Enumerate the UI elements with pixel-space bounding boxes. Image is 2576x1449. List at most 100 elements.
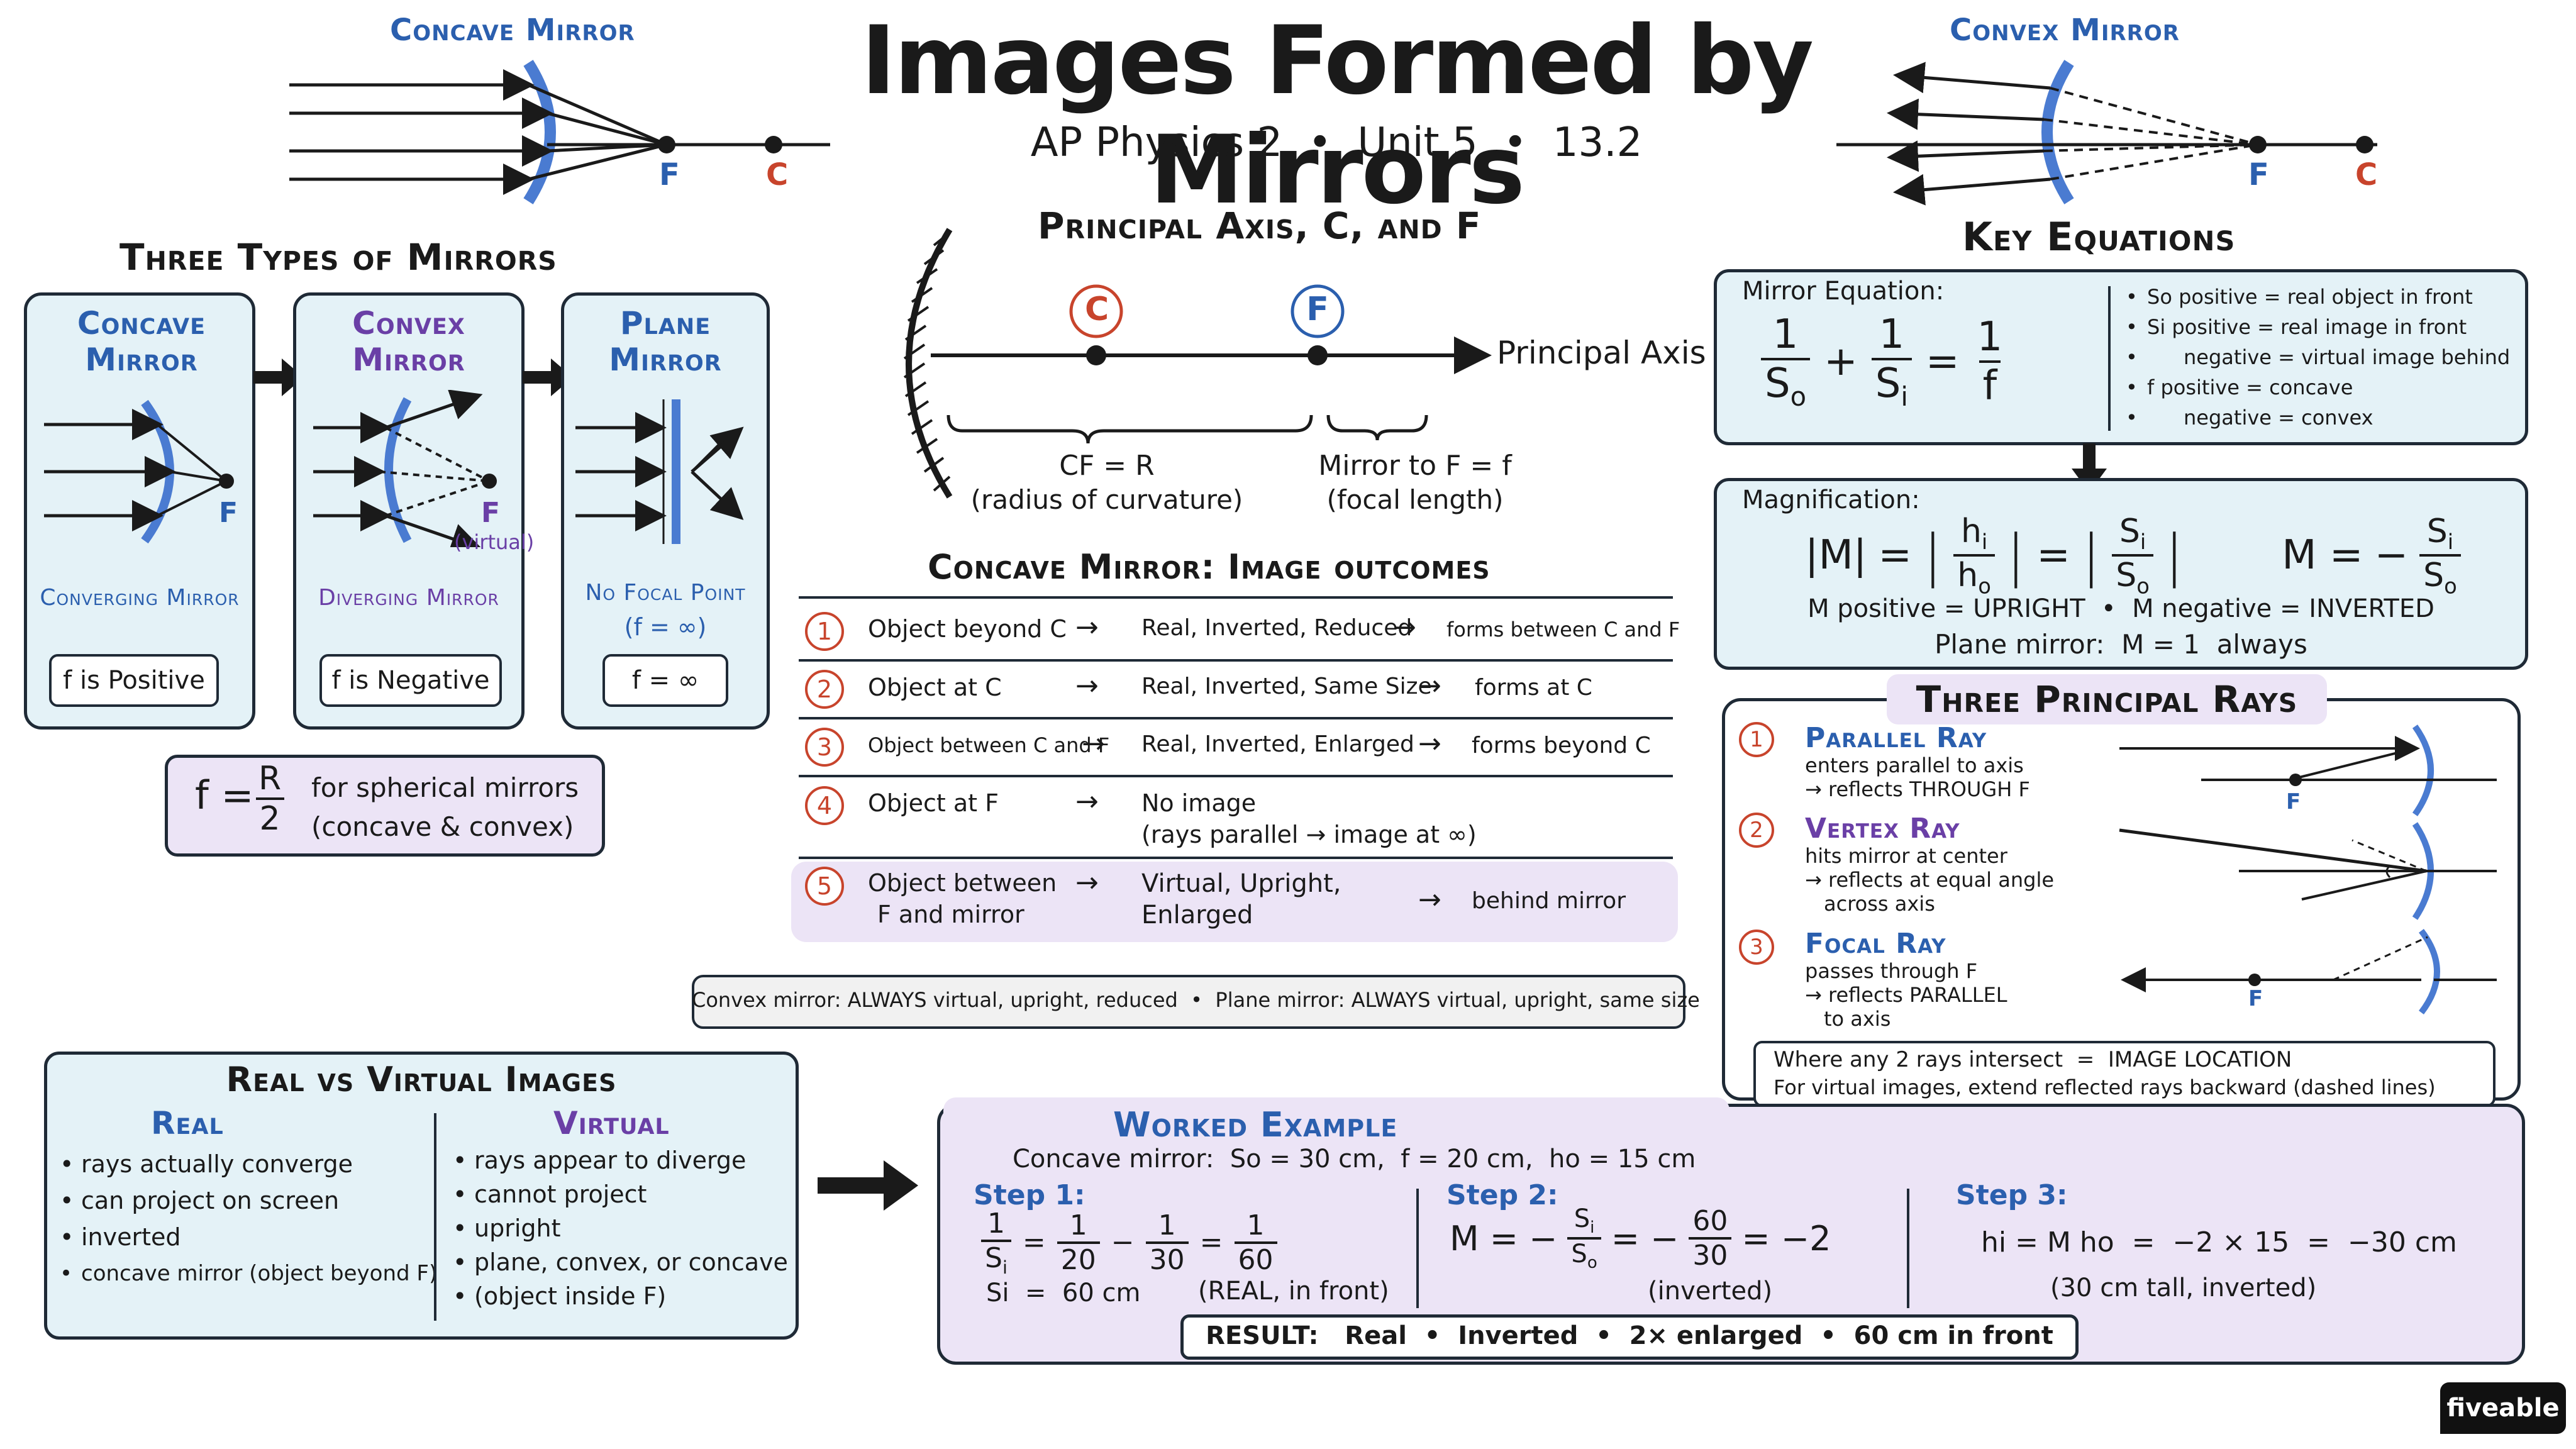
top-convex-c: C <box>2355 157 2378 192</box>
ray-diagram-2 <box>2119 822 2497 920</box>
rays-heading: Three Principal Rays <box>1916 678 2298 721</box>
brand-logo-text: fiveable <box>2446 1394 2560 1423</box>
top-concave-label: Concave Mirror <box>390 13 635 48</box>
three-types-heading: Three Types of Mirrors <box>119 236 557 279</box>
outcome-img-1: Real, Inverted, Reduced <box>1141 615 1413 641</box>
outcome-arrow-5: → <box>1075 867 1099 899</box>
ray-l1-1: enters parallel to axis <box>1805 753 2024 777</box>
worked-result-box <box>1180 1314 2079 1360</box>
real-item-3: inverted <box>60 1219 437 1255</box>
principal-axis-label: Principal Axis <box>1497 335 1706 371</box>
page-subtitle: AP Physics 2 • Unit 5 • 13.2 <box>1030 119 1643 166</box>
convex-card-title: Convex Mirror <box>352 305 465 378</box>
outcome-arrow-4: → <box>1075 786 1099 818</box>
outcome-arrow-2: → <box>1075 670 1099 702</box>
to-worked-arrow <box>818 1160 918 1211</box>
ray-num-1: 1 <box>1739 722 1774 757</box>
mirror-eq-label: Mirror Equation: <box>1742 277 1945 306</box>
spherical-line2: (concave & convex) <box>311 811 574 842</box>
plane-card-caption2: (f = ∞) <box>624 613 707 641</box>
outcomes-heading: Concave Mirror: Image outcomes <box>928 547 1491 587</box>
outcome-num-2: 2 <box>805 670 844 709</box>
ray-l3-3: to axis <box>1824 1007 1891 1031</box>
mirror-eq-bullet-5: negative = convex <box>2126 402 2510 433</box>
concave-card-caption: Converging Mirror <box>40 585 240 611</box>
worked-result: RESULT: Real • Inverted • 2× enlarged • … <box>1206 1321 2053 1350</box>
worked-step3-eq: hi = M ho = −2 × 15 = −30 cm <box>1981 1226 2457 1258</box>
outcome-img-4: No image <box>1141 789 1257 817</box>
concave-card-pill: f is Positive <box>49 654 219 707</box>
ray-title-2: Vertex Ray <box>1805 813 1960 845</box>
outcome-img-5: Virtual, Upright, <box>1141 869 1341 898</box>
outcome-num-1: 1 <box>805 612 844 651</box>
magnification-box <box>1714 478 2528 670</box>
outcome-obj-1: Object beyond C <box>868 615 1067 643</box>
real-item-4: concave mirror (object beyond F) <box>60 1255 437 1292</box>
virtual-item-4: plane, convex, or concave <box>453 1245 788 1279</box>
outcome-where-3: forms beyond C <box>1472 733 1651 758</box>
outcome-obj-5b: F and mirror <box>877 901 1024 928</box>
convex-card-caption: Diverging Mirror <box>318 585 499 611</box>
outcome-arrow-3b: → <box>1418 728 1441 760</box>
outcome-img-4b: (rays parallel → image at ∞) <box>1141 821 1477 848</box>
worked-divider-2 <box>1907 1189 1909 1308</box>
outcome-obj-4: Object at F <box>868 789 999 817</box>
convex-card-f: F <box>481 497 501 529</box>
rays-foot-1: Where any 2 rays intersect = IMAGE LOCAT… <box>1774 1047 2292 1072</box>
types-arrow-2 <box>523 358 573 396</box>
outcome-line-3 <box>799 775 1673 777</box>
realvirtual-divider <box>434 1113 436 1321</box>
magnification-label: Magnification: <box>1742 486 1920 514</box>
outcome-num-3: 3 <box>805 728 844 767</box>
convex-card-pill: f is Negative <box>319 654 502 707</box>
plane-card-caption: No Focal Point <box>585 580 746 606</box>
principal-diagram <box>903 228 1492 499</box>
outcome-arrow-5b: → <box>1418 884 1441 916</box>
principal-heading: Principal Axis, C, and F <box>1038 204 1482 247</box>
worked-step1-note: (REAL, in front) <box>1198 1277 1389 1306</box>
top-convex-label: Convex Mirror <box>1950 13 2180 48</box>
brand-logo: fiveable <box>2440 1382 2566 1434</box>
top-concave-diagram <box>289 60 830 204</box>
outcome-arrow-3: → <box>1082 728 1105 760</box>
ray-l3-2: across axis <box>1824 892 1935 916</box>
ray-l1-3: passes through F <box>1805 959 1978 983</box>
outcome-line-4 <box>799 857 1673 859</box>
worked-step2-label: Step 2: <box>1446 1179 1558 1211</box>
outcomes-note-box <box>692 975 1685 1029</box>
outcome-row-5-highlight <box>791 862 1678 942</box>
principal-cf-sub: (radius of curvature) <box>970 484 1243 515</box>
concave-card-f: F <box>219 497 238 529</box>
outcome-arrow-2b: → <box>1418 670 1441 702</box>
principal-f-label: F <box>1306 291 1329 328</box>
virtual-item-5: (object inside F) <box>453 1279 788 1313</box>
ray-diagram-1 <box>2119 724 2497 816</box>
outcome-where-5: behind mirror <box>1472 888 1626 914</box>
worked-given: Concave mirror: So = 30 cm, f = 20 cm, h… <box>1013 1145 1696 1174</box>
real-list: rays actually converge can project on sc… <box>60 1146 437 1292</box>
rays-foot-2: For virtual images, extend reflected ray… <box>1774 1075 2436 1099</box>
rays-heading-tab <box>1887 674 2327 724</box>
worked-divider-1 <box>1416 1189 1419 1308</box>
worked-step1-result: Si = 60 cm <box>986 1279 1141 1307</box>
outcome-obj-5: Object between <box>868 869 1057 897</box>
top-convex-diagram <box>1836 60 2377 206</box>
realvirtual-heading: Real vs Virtual Images <box>226 1060 617 1099</box>
virtual-item-3: upright <box>453 1211 788 1245</box>
outcome-where-2: forms at C <box>1475 675 1592 701</box>
ray-l2-2: → reflects at equal angle <box>1805 868 2055 892</box>
worked-step2-note: (inverted) <box>1648 1277 1773 1306</box>
ray-f-3: F <box>2248 986 2263 1011</box>
principal-c-label: C <box>1085 291 1109 328</box>
spherical-formula-box <box>165 755 605 857</box>
worked-step3-label: Step 3: <box>1956 1179 2068 1211</box>
outcome-num-4: 4 <box>805 786 844 825</box>
mirror-eq-bullet-4: f positive = concave <box>2126 372 2510 402</box>
mirror-eq-bullet-3: negative = virtual image behind <box>2126 342 2510 372</box>
outcome-line-2 <box>799 717 1673 719</box>
virtual-list: rays appear to diverge cannot project up… <box>453 1143 788 1313</box>
outcome-num-5: 5 <box>805 867 844 906</box>
